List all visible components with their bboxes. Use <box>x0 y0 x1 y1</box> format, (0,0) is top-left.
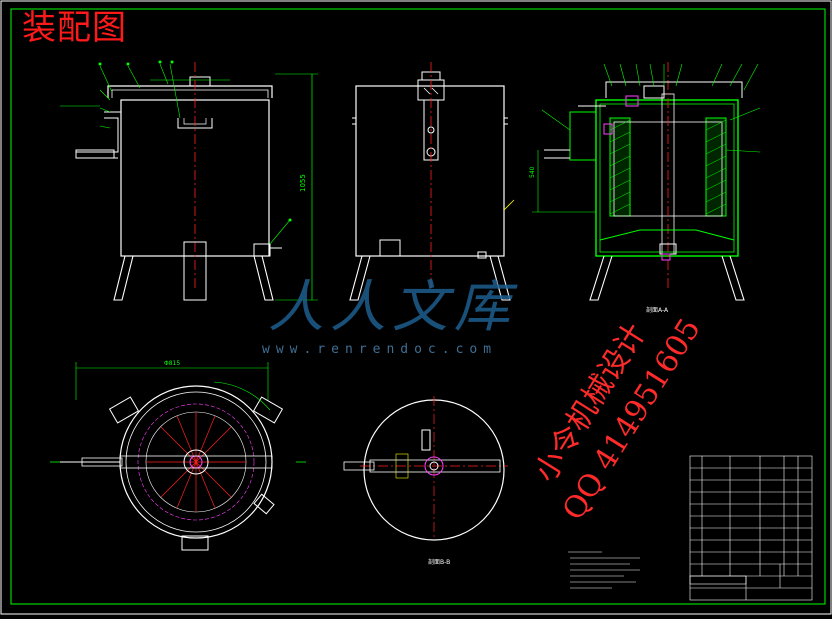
inner-frame <box>10 8 826 605</box>
section-bb-label: 剖面B-B <box>428 558 450 566</box>
section-a-a-view: 540 <box>529 62 761 301</box>
side-view <box>349 62 515 301</box>
section-aa-label: 剖面A-A <box>646 306 669 314</box>
section-b-b-view <box>343 396 508 541</box>
svg-text:540: 540 <box>529 166 536 178</box>
watermark-url: www.renrendoc.com <box>262 342 498 357</box>
front-view: 1055 <box>60 60 318 301</box>
technical-notes <box>568 551 640 589</box>
svg-text:Φ815: Φ815 <box>164 360 180 367</box>
title-block <box>689 455 813 601</box>
drawing-title: 装配图 <box>22 8 127 48</box>
top-view: Φ815 <box>50 360 306 551</box>
watermark-brand: 人人文库 <box>268 275 516 340</box>
svg-text:1055: 1055 <box>299 174 307 192</box>
